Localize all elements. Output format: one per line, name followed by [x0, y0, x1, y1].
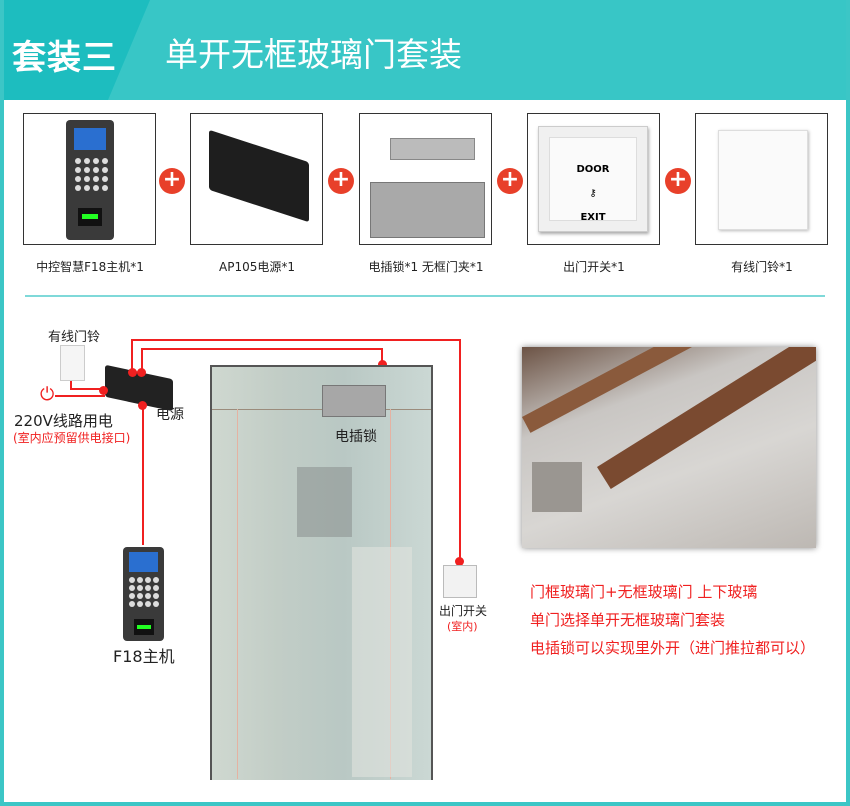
product-f18: [23, 113, 156, 245]
product-label: 出门开关*1: [563, 260, 625, 274]
wire: [141, 348, 382, 350]
wire-node: [455, 557, 464, 566]
exit-button-icon: DOOR ⚷ EXIT: [538, 126, 648, 232]
product-label: 电插锁*1 无框门夹*1: [368, 260, 484, 274]
lock-label: 电插锁: [335, 429, 377, 445]
note-line: 单门选择单开无框玻璃门套装: [530, 611, 726, 629]
wire-node: [378, 360, 387, 369]
wire: [131, 339, 461, 341]
wire: [70, 388, 105, 390]
exit-switch-icon: [443, 565, 477, 598]
electric-bolt-lock-icon: [390, 138, 475, 160]
door-clamp-icon: [370, 182, 485, 238]
glass-door: [210, 365, 433, 780]
doorbell-label: 有线门铃: [48, 330, 101, 345]
wire: [55, 395, 105, 397]
wire: [142, 405, 144, 545]
door-text: DOOR: [576, 164, 610, 175]
f18-terminal-icon: [66, 120, 114, 240]
f18-terminal-icon: [123, 547, 164, 641]
electric-lock-icon: [322, 385, 386, 417]
terminal-label: F18主机: [113, 647, 175, 666]
product-label: AP105电源*1: [219, 260, 295, 274]
package-badge-text: 套装三: [12, 38, 117, 78]
plus-icon: +: [328, 168, 354, 194]
wire: [141, 348, 143, 372]
wire: [459, 339, 461, 561]
wire-node: [128, 368, 137, 377]
wire-node: [99, 386, 108, 395]
product-exit-button: DOOR ⚷ EXIT: [527, 113, 660, 245]
note-line: 电插锁可以实现里外开（进门推拉都可以）: [530, 639, 816, 657]
wire: [70, 381, 72, 389]
exit-note: (室内): [447, 620, 478, 633]
key-icon: ⚷: [589, 188, 597, 199]
section-divider: [25, 295, 825, 297]
power-note: (室内应预留供电接口): [13, 431, 131, 445]
wire-node: [138, 401, 147, 410]
wire: [131, 339, 133, 372]
note-line: 门框玻璃门+无框玻璃门 上下玻璃: [530, 583, 758, 601]
power-line-label: 220V线路用电: [14, 412, 113, 430]
doorbell-icon: [60, 345, 85, 381]
doorbell-icon: [718, 130, 808, 230]
product-doorbell: [695, 113, 828, 245]
installation-photo: [522, 347, 816, 548]
header-banner: 套装三 单开无框玻璃门套装: [0, 0, 850, 100]
product-lock: [359, 113, 492, 245]
plus-icon: +: [497, 168, 523, 194]
wire: [381, 348, 383, 363]
exit-text: EXIT: [580, 212, 606, 223]
exit-switch-label: 出门开关: [439, 604, 488, 618]
power-supply-label: 电源: [156, 407, 184, 423]
product-label: 有线门铃*1: [731, 260, 793, 274]
product-power-supply: [190, 113, 323, 245]
plus-icon: +: [665, 168, 691, 194]
product-label: 中控智慧F18主机*1: [36, 260, 144, 274]
plug-icon: ⏻: [40, 384, 55, 405]
plus-icon: +: [159, 168, 185, 194]
wire-node: [137, 368, 146, 377]
page-title: 单开无框玻璃门套装: [165, 35, 462, 74]
